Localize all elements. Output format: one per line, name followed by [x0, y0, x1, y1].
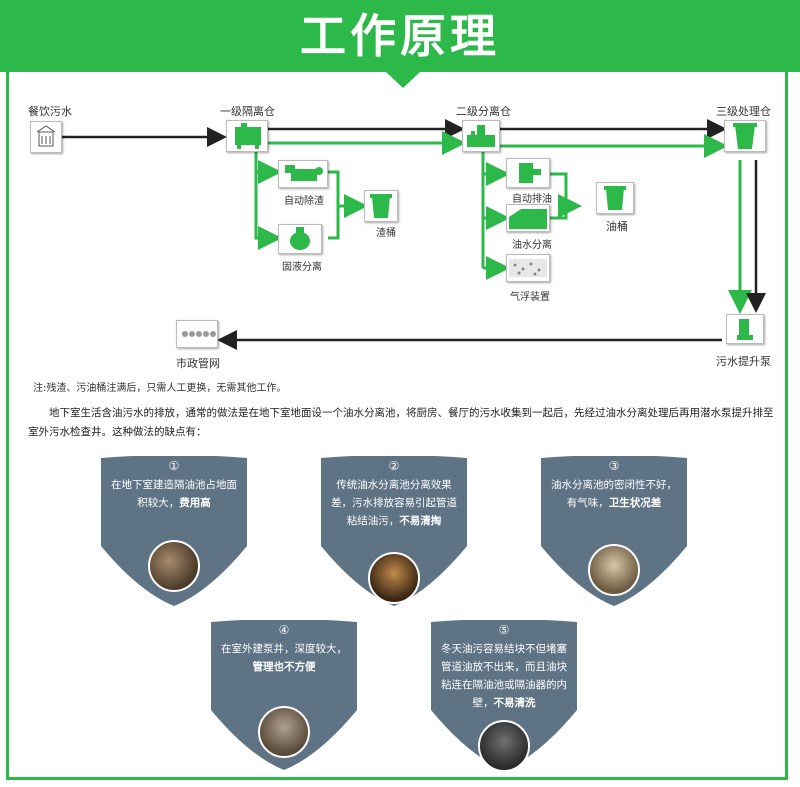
- shield-bg: [541, 456, 687, 606]
- oil-pump-icon: [519, 163, 541, 183]
- label-stage2: 二级分离仓: [456, 105, 511, 118]
- slag-machine-icon: [285, 165, 323, 181]
- pipe-network-icon: [182, 331, 216, 337]
- shield-text: 冬天油污容易结块不但堵塞管道油放不出来，而且油块粘连在隔油池或隔油器的内壁，不易…: [441, 643, 567, 709]
- label-auto-slag: 自动除渣: [284, 196, 324, 207]
- node-oil-water: [506, 204, 550, 232]
- label-stage1: 一级隔离仓: [220, 105, 275, 118]
- shield-number: ②: [388, 459, 400, 473]
- shield-photo: [148, 540, 200, 592]
- shield-text: 传统油水分离池分离效果差，污水排放容易引起管道粘结油污，不易清掏: [331, 479, 457, 527]
- label-air-float: 气浮装置: [510, 292, 550, 303]
- node-air-float: [506, 254, 550, 282]
- header-banner: 工作原理: [0, 0, 800, 72]
- shield-text: 油水分离池的密闭性不好，有气味，卫生状况差: [551, 479, 677, 509]
- label-catering-wastewater: 餐饮污水: [28, 105, 72, 118]
- page-title: 工作原理: [300, 9, 500, 63]
- shield-bg: [321, 456, 467, 606]
- label-municipal: 市政管网: [176, 357, 220, 370]
- node-municipal: [176, 320, 218, 348]
- bucket-icon: [370, 194, 392, 218]
- shield-photo: [588, 544, 640, 596]
- air-float-icon: [509, 259, 547, 277]
- label-oil-water: 油水分离: [512, 240, 552, 251]
- content-frame: [6, 72, 788, 780]
- arrow-stage1-solidliquid: [254, 170, 282, 250]
- shield-bg: [431, 620, 577, 770]
- separator-icon: [467, 125, 495, 147]
- note-text: 注:残渣、污油桶注满后，只需人工更换，无需其他工作。: [33, 383, 287, 394]
- label-slag-bucket: 渣桶: [376, 228, 396, 239]
- node-solid-liquid: [278, 224, 322, 254]
- shield-number: ⑤: [498, 623, 510, 637]
- shield-photo: [258, 706, 310, 758]
- shield-photo: [368, 552, 420, 604]
- shield-3: ③ 油水分离池的密闭性不好，有气味，卫生状况差: [539, 456, 689, 606]
- node-stage1: [226, 120, 268, 152]
- shield-1: ① 在地下室建造隔油池占地面积较大，费用高: [99, 456, 249, 606]
- arrow-to-oil-bucket: [550, 172, 582, 218]
- node-oil-bucket: [596, 182, 634, 214]
- shield-number: ④: [278, 623, 290, 637]
- shield-bg: [101, 456, 247, 606]
- node-stage2: [462, 120, 500, 152]
- node-auto-oil: [506, 158, 550, 188]
- shield-number: ③: [608, 459, 620, 473]
- label-oil-bucket: 油桶: [606, 220, 628, 233]
- shield-photo: [478, 720, 530, 772]
- pump-icon: [737, 319, 753, 340]
- shield-text: 在室外建泵井，深度较大，管理也不方便: [221, 643, 347, 673]
- bucket-icon: [604, 186, 626, 210]
- restaurant-icon: [36, 125, 56, 147]
- shield-5: ⑤ 冬天油污容易结块不但堵塞管道油放不出来，而且油块粘连在隔油池或隔油器的内壁，…: [429, 620, 579, 772]
- header-notch: [386, 72, 420, 88]
- arrow-stage1-autoslag: [254, 152, 282, 184]
- node-stage3: [724, 120, 766, 152]
- intro-paragraph: 地下室生活含油污水的排放，通常的做法是在地下室地面设一个油水分离池，将厨房、餐厅…: [28, 407, 774, 438]
- shield-text: 在地下室建造隔油池占地面积较大，费用高: [111, 479, 237, 509]
- node-auto-slag: [278, 160, 328, 188]
- node-lift-pump: [726, 314, 764, 344]
- shield-2: ② 传统油水分离池分离效果差，污水排放容易引起管道粘结油污，不易清掏: [319, 456, 469, 606]
- node-catering-wastewater: [30, 121, 62, 153]
- tank-icon: [235, 123, 261, 149]
- label-auto-oil: 自动排油: [512, 194, 552, 205]
- filter-icon: [290, 227, 310, 250]
- shield-number: ①: [168, 459, 180, 473]
- oil-water-icon: [509, 209, 547, 229]
- shield-4: ④ 在室外建泵井，深度较大，管理也不方便: [209, 620, 359, 770]
- node-slag-bucket: [364, 190, 398, 222]
- label-lift-pump: 污水提升泵: [716, 355, 771, 368]
- label-solid-liquid: 固液分离: [282, 262, 322, 273]
- line-oilwater-merge: [550, 206, 568, 220]
- line-merge-slag: [328, 170, 340, 240]
- shield-bg: [211, 620, 357, 770]
- label-stage3: 三级处理仓: [716, 105, 771, 118]
- treatment-icon: [733, 123, 757, 149]
